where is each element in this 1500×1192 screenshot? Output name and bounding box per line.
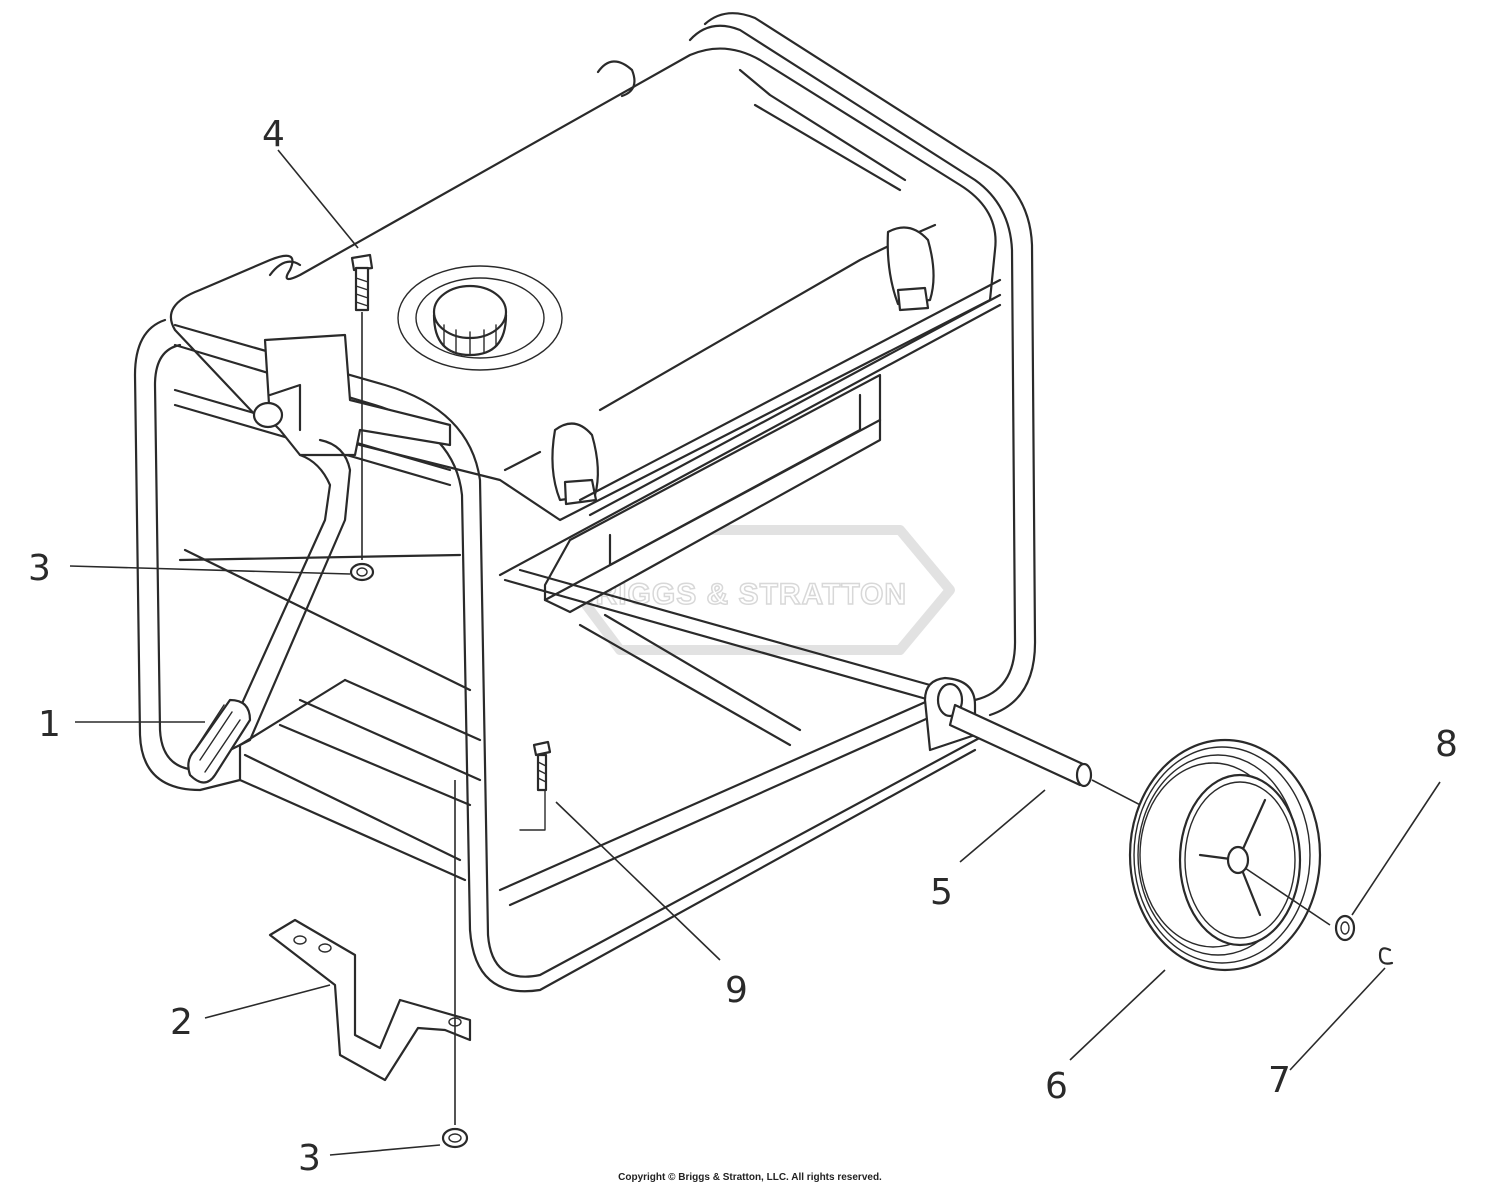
axle-part-5 xyxy=(948,703,1151,811)
callout-1: 1 xyxy=(38,704,61,745)
nut-part-3-lower xyxy=(441,1127,469,1149)
leader-7 xyxy=(1289,967,1386,1071)
callout-5: 5 xyxy=(930,872,953,913)
callout-2: 2 xyxy=(170,1002,193,1043)
bracket-part-2 xyxy=(268,780,472,1125)
fuel-cap-icon xyxy=(432,284,508,340)
leader-8 xyxy=(1351,781,1441,916)
bolt-part-4 xyxy=(350,253,374,560)
callout-3-lower: 3 xyxy=(298,1138,321,1179)
bolt-part-9 xyxy=(519,740,552,831)
leader-3-upper xyxy=(69,565,351,575)
callout-6: 6 xyxy=(1045,1066,1068,1107)
handle-grip xyxy=(187,698,252,784)
washer-part-8 xyxy=(1334,914,1356,942)
clip-part-7 xyxy=(1378,947,1394,965)
rear-frame xyxy=(688,12,1037,717)
leader-4 xyxy=(277,149,359,249)
handle xyxy=(187,333,452,784)
callout-3-upper: 3 xyxy=(28,548,51,589)
callout-8: 8 xyxy=(1435,724,1458,765)
callout-7: 7 xyxy=(1268,1060,1291,1101)
leader-2 xyxy=(204,984,331,1019)
callout-9: 9 xyxy=(725,970,748,1011)
callout-4: 4 xyxy=(262,114,285,155)
leader-9 xyxy=(555,801,721,961)
callout-labels: 1 2 3 3 4 5 6 7 8 9 xyxy=(28,114,1458,1179)
copyright-notice: Copyright © Briggs & Stratton, LLC. All … xyxy=(618,1172,882,1183)
leader-6 xyxy=(1069,969,1166,1061)
nut-part-3-upper xyxy=(349,562,375,582)
watermark-text: BRIGGS & STRATTON xyxy=(573,578,907,611)
leader-5 xyxy=(959,789,1046,863)
side-rails xyxy=(498,278,1002,614)
leader-3-lower xyxy=(329,1144,441,1156)
leader-lines xyxy=(69,149,1441,1156)
wheel-part-6 xyxy=(1128,738,1331,972)
fuel-tank-body xyxy=(169,47,997,522)
